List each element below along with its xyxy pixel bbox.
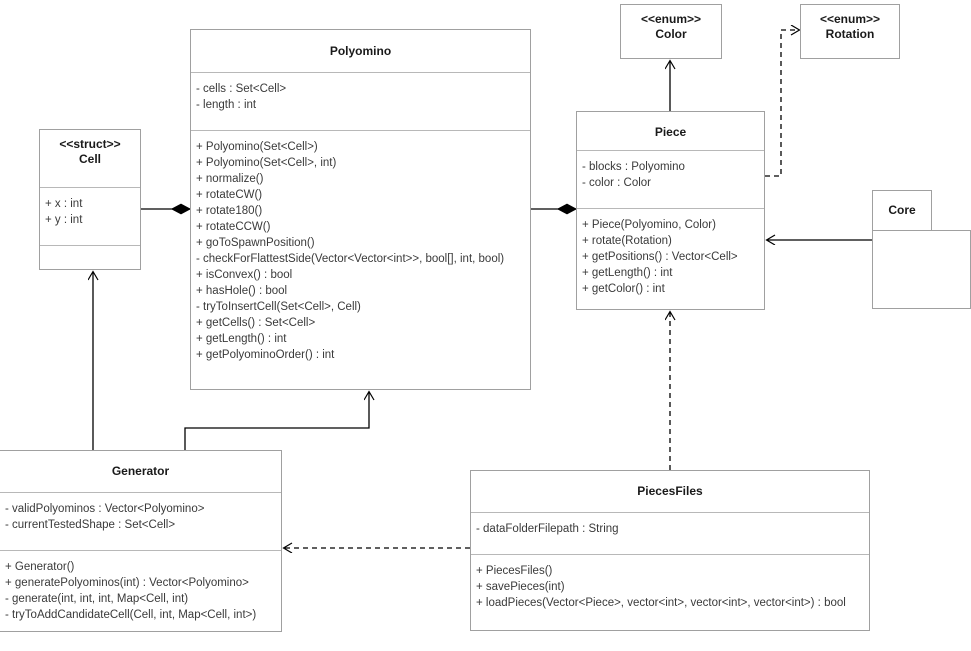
class-operations-piecesfiles: + PiecesFiles() + savePieces(int) + load… [471, 554, 869, 630]
attribute-row: - color : Color [582, 177, 652, 189]
operation-row: + getLength() : int [582, 267, 673, 279]
operation-row: + rotate(Rotation) [582, 235, 672, 247]
edge-generator-uses-polyomino [184, 392, 369, 450]
class-operations-piece: + Piece(Polyomino, Color) + rotate(Rotat… [577, 208, 764, 310]
operation-row: + Polyomino(Set<Cell>, int) [196, 157, 337, 169]
class-operations-polyomino: + Polyomino(Set<Cell>) + Polyomino(Set<C… [191, 130, 530, 391]
class-name-color: Color [655, 27, 687, 41]
operation-row: + savePieces(int) [476, 581, 565, 593]
class-box-piece[interactable]: Piece - blocks : Polyomino - color : Col… [576, 111, 765, 310]
class-name-cell: Cell [78, 152, 101, 166]
class-title-piece: Piece [577, 112, 764, 150]
class-box-generator[interactable]: Generator - validPolyominos : Vector<Pol… [0, 450, 282, 632]
attribute-row: - validPolyominos : Vector<Polyomino> [5, 503, 205, 515]
class-title-generator: Generator [0, 451, 281, 492]
operation-row: + getLength() : int [196, 333, 287, 345]
attribute-row: - currentTestedShape : Set<Cell> [5, 519, 176, 531]
operation-row: + rotateCW() [196, 189, 263, 201]
class-box-rotation[interactable]: <<enum>> Rotation [800, 4, 900, 59]
package-tab-core: Core [872, 190, 932, 231]
operation-row: + getPolyominoOrder() : int [196, 349, 335, 361]
operation-row: + Generator() [5, 561, 75, 573]
operation-row: + hasHole() : bool [196, 285, 288, 297]
attribute-row: + y : int [45, 214, 83, 226]
class-stereotype-color: <<enum>> [640, 12, 702, 26]
attribute-row: - cells : Set<Cell> [196, 83, 287, 95]
operation-row: - tryToAddCandidateCell(Cell, int, Map<C… [5, 609, 257, 621]
class-title-cell: <<struct>> Cell [40, 130, 140, 187]
operation-row: - checkForFlattestSide(Vector<Vector<int… [196, 253, 505, 265]
operation-row: - tryToInsertCell(Set<Cell>, Cell) [196, 301, 361, 313]
package-body-core [872, 230, 971, 309]
class-attributes-cell: + x : int + y : int [40, 187, 140, 245]
class-title-polyomino: Polyomino [191, 30, 530, 72]
class-name-piecesfiles: PiecesFiles [637, 484, 703, 498]
class-stereotype-cell: <<struct>> [59, 137, 121, 151]
operation-row: + Piece(Polyomino, Color) [582, 219, 716, 231]
operation-row: + getCells() : Set<Cell> [196, 317, 316, 329]
class-operations-cell [40, 245, 140, 270]
operation-row: + getPositions() : Vector<Cell> [582, 251, 738, 263]
attribute-row: - dataFolderFilepath : String [476, 523, 619, 535]
operation-row: - generate(int, int, int, Map<Cell, int) [5, 593, 189, 605]
operation-row: + getColor() : int [582, 283, 665, 295]
class-title-piecesfiles: PiecesFiles [471, 471, 869, 512]
attribute-row: + x : int [45, 198, 83, 210]
class-attributes-piece: - blocks : Polyomino - color : Color [577, 150, 764, 208]
class-name-polyomino: Polyomino [329, 44, 392, 58]
operation-row: + rotateCCW() [196, 221, 271, 233]
operation-row: + rotate180() [196, 205, 263, 217]
operation-row: + normalize() [196, 173, 264, 185]
class-attributes-piecesfiles: - dataFolderFilepath : String [471, 512, 869, 554]
class-title-color: <<enum>> Color [621, 5, 721, 58]
class-name-rotation: Rotation [825, 27, 875, 41]
class-box-cell[interactable]: <<struct>> Cell + x : int + y : int [39, 129, 141, 270]
class-box-polyomino[interactable]: Polyomino - cells : Set<Cell> - length :… [190, 29, 531, 390]
operation-row: + isConvex() : bool [196, 269, 293, 281]
class-stereotype-rotation: <<enum>> [819, 12, 881, 26]
attribute-row: - length : int [196, 99, 257, 111]
operation-row: + loadPieces(Vector<Piece>, vector<int>,… [476, 597, 846, 609]
class-title-rotation: <<enum>> Rotation [801, 5, 899, 58]
package-name-core: Core [888, 203, 916, 217]
operation-row: + Polyomino(Set<Cell>) [196, 141, 318, 153]
edge-piece-depends-on-rotation [765, 30, 799, 177]
class-operations-generator: + Generator() + generatePolyominos(int) … [0, 550, 281, 633]
class-attributes-generator: - validPolyominos : Vector<Polyomino> - … [0, 492, 281, 550]
class-attributes-polyomino: - cells : Set<Cell> - length : int [191, 72, 530, 130]
operation-row: + PiecesFiles() [476, 565, 553, 577]
class-name-piece: Piece [654, 125, 687, 139]
class-name-generator: Generator [111, 464, 170, 478]
operation-row: + generatePolyominos(int) : Vector<Polyo… [5, 577, 249, 589]
operation-row: + goToSpawnPosition() [196, 237, 315, 249]
class-box-color[interactable]: <<enum>> Color [620, 4, 722, 59]
class-box-piecesfiles[interactable]: PiecesFiles - dataFolderFilepath : Strin… [470, 470, 870, 631]
attribute-row: - blocks : Polyomino [582, 161, 685, 173]
